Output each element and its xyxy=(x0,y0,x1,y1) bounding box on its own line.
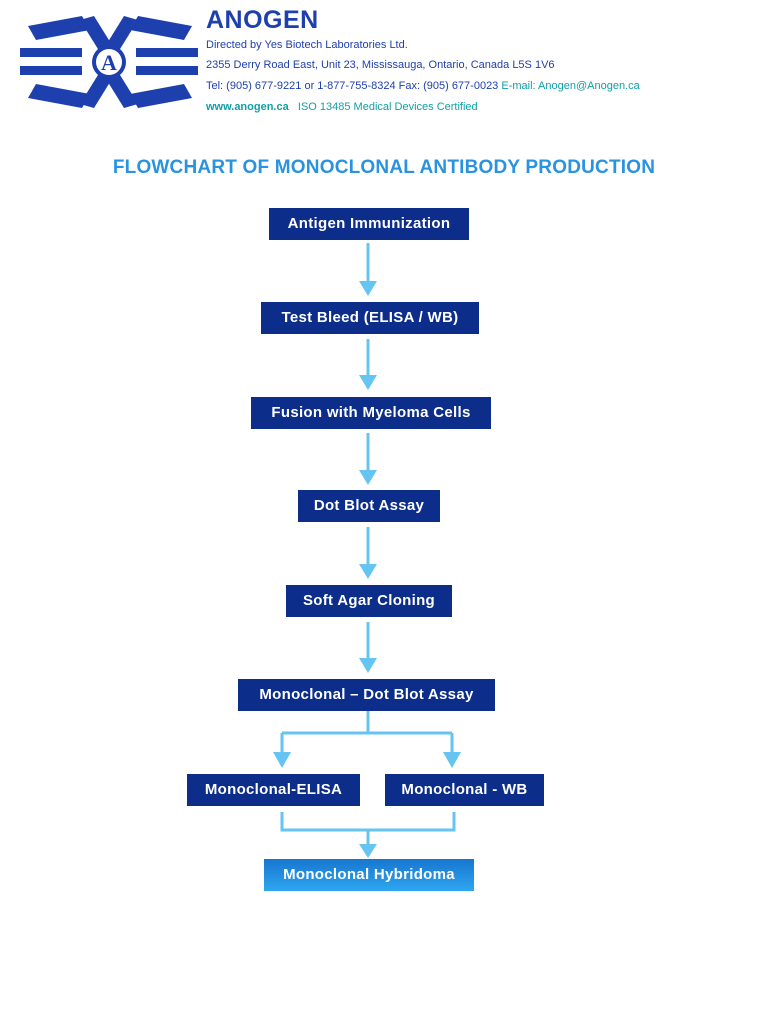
flowchart-title: FLOWCHART OF MONOCLONAL ANTIBODY PRODUCT… xyxy=(112,157,656,178)
tel-fax-text: Tel: (905) 677-9221 or 1-877-755-8324 Fa… xyxy=(206,80,499,92)
directed-by-text: Directed by Yes Biotech Laboratories Ltd… xyxy=(206,39,408,51)
contact-line: Tel: (905) 677-9221 or 1-877-755-8324 Fa… xyxy=(206,80,640,92)
step-monoclonal-wb: Monoclonal - WB xyxy=(385,774,544,806)
certification-text: ISO 13485 Medical Devices Certified xyxy=(297,101,478,113)
letterhead: A ANOGEN Directed by Yes Biotech Laborat… xyxy=(0,0,768,130)
arrowhead-2 xyxy=(359,375,377,390)
step-monoclonal-dot-blot: Monoclonal – Dot Blot Assay xyxy=(238,679,495,711)
anogen-logo: A xyxy=(20,16,198,108)
arrowhead-4 xyxy=(359,564,377,579)
arrowhead-3 xyxy=(359,470,377,485)
arrowhead-8 xyxy=(359,844,377,858)
company-name: ANOGEN xyxy=(206,6,319,34)
step-dot-blot-assay: Dot Blot Assay xyxy=(298,490,440,522)
arrowhead-7 xyxy=(443,752,461,768)
step-antigen-immunization: Antigen Immunization xyxy=(269,208,469,240)
website-line: www.anogen.ca ISO 13485 Medical Devices … xyxy=(206,101,478,113)
website-link[interactable]: www.anogen.ca xyxy=(206,101,289,113)
arrowhead-5 xyxy=(359,658,377,673)
step-test-bleed: Test Bleed (ELISA / WB) xyxy=(261,302,479,334)
branch-connector xyxy=(280,711,454,757)
arrowhead-6 xyxy=(273,752,291,768)
step-soft-agar-cloning: Soft Agar Cloning xyxy=(286,585,452,617)
step-monoclonal-elisa: Monoclonal-ELISA xyxy=(187,774,360,806)
address-text: 2355 Derry Road East, Unit 23, Mississau… xyxy=(206,59,555,71)
email-link[interactable]: E-mail: Anogen@Anogen.ca xyxy=(501,80,640,92)
step-fusion-myeloma: Fusion with Myeloma Cells xyxy=(251,397,491,429)
step-monoclonal-hybridoma: Monoclonal Hybridoma xyxy=(264,859,474,891)
arrowhead-1 xyxy=(359,281,377,296)
logo-letter: A xyxy=(101,50,117,75)
